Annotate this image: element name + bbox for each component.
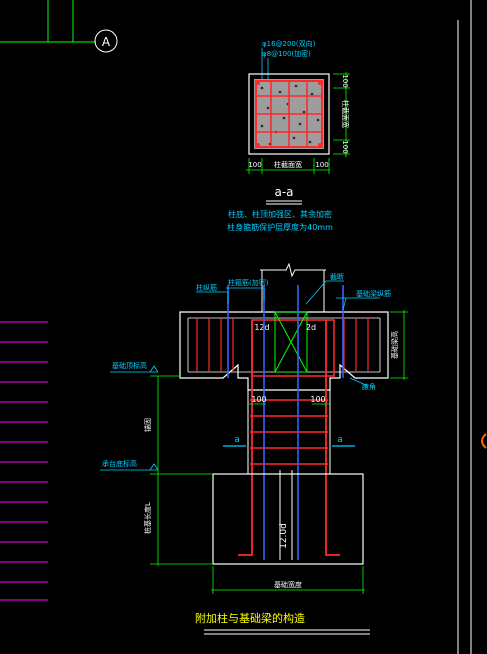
section-rebar-dots xyxy=(256,81,322,147)
top-left-grid-lines xyxy=(0,0,96,43)
base-width-dim xyxy=(211,566,365,594)
section-note-line-2: 柱身箍筋保护层厚度为40mm xyxy=(227,222,333,232)
cut-right-label: a xyxy=(337,435,343,445)
edge-arc-mark xyxy=(481,433,487,449)
column-stirrups xyxy=(250,399,328,465)
section-rebar-note-1: φ16@200(双向) xyxy=(262,39,316,48)
section-dim-right-top: 100 xyxy=(341,74,349,87)
section-dim-bottom-right: 100 xyxy=(315,161,328,169)
beam-inner-outline xyxy=(187,317,381,373)
label-bottom-ref: 承台底标高 xyxy=(102,459,137,468)
label-12d-right: 2d xyxy=(306,323,316,332)
dim-base-width: 基础宽度 xyxy=(274,580,302,589)
column-above-outline xyxy=(260,262,326,312)
section-inner-ties xyxy=(256,81,322,147)
section-outline xyxy=(248,73,330,155)
label-anchor: 12.0d xyxy=(279,523,289,549)
top-leaders xyxy=(196,280,380,387)
label-top-ref: 基础顶标高 xyxy=(112,361,147,370)
section-dim-bottom-mid: 柱截面宽 xyxy=(274,160,302,169)
section-title: a-a xyxy=(274,185,293,199)
section-dims-bottom xyxy=(246,158,330,174)
pile-cap-outline xyxy=(212,473,364,565)
section-a-a: φ16@200(双向) φ8@100(加密) xyxy=(227,39,350,232)
level-markers xyxy=(100,365,159,471)
label-beam-rebar: 基础梁纵筋 xyxy=(356,289,391,298)
section-note-line-1: 柱底、柱顶加强区、其余加密 xyxy=(228,209,332,219)
elevation-title: 附加柱与基础梁的构造 xyxy=(195,611,305,625)
beam-stirrups xyxy=(196,318,369,372)
section-speckle xyxy=(260,84,320,146)
left-hatch-lines xyxy=(0,321,48,601)
section-rebar-note-2: φ8@100(加密) xyxy=(262,49,311,58)
label-pile-len: 桩基长度L xyxy=(143,502,152,534)
label-12d-left: 12d xyxy=(254,323,269,332)
cut-left-label: a xyxy=(234,435,240,445)
label-embed: 锚固 xyxy=(143,418,152,432)
joint-x-box xyxy=(274,311,308,373)
section-dim-right-mid: 柱截面宽 xyxy=(341,100,350,128)
dim-right-100: 100 xyxy=(310,395,325,404)
column-main-rebars xyxy=(238,320,340,556)
left-dim-chain xyxy=(150,375,213,566)
right-border xyxy=(457,0,472,654)
section-leader-lines xyxy=(261,48,269,80)
label-col-rebar: 柱纵筋 xyxy=(196,283,217,292)
elevation-detail: 12d 2d 12.0 xyxy=(100,262,408,635)
section-dim-right-bottom: 100 xyxy=(341,140,349,153)
grid-bubble-a[interactable]: A xyxy=(94,29,118,53)
section-dims-right xyxy=(333,72,350,157)
grid-bubble-label: A xyxy=(102,35,111,49)
dim-left-100: 100 xyxy=(251,395,266,404)
label-break: 截断 xyxy=(330,272,344,281)
label-haunch: 腋角 xyxy=(362,382,376,391)
label-slab-height: 基础梁高 xyxy=(390,331,399,359)
beam-height-dim xyxy=(390,310,408,380)
centre-bars xyxy=(279,470,293,560)
label-stirrup: 柱箍筋(加密) xyxy=(228,278,269,287)
section-dim-bottom-left: 100 xyxy=(248,161,261,169)
beam-outline xyxy=(179,311,389,391)
